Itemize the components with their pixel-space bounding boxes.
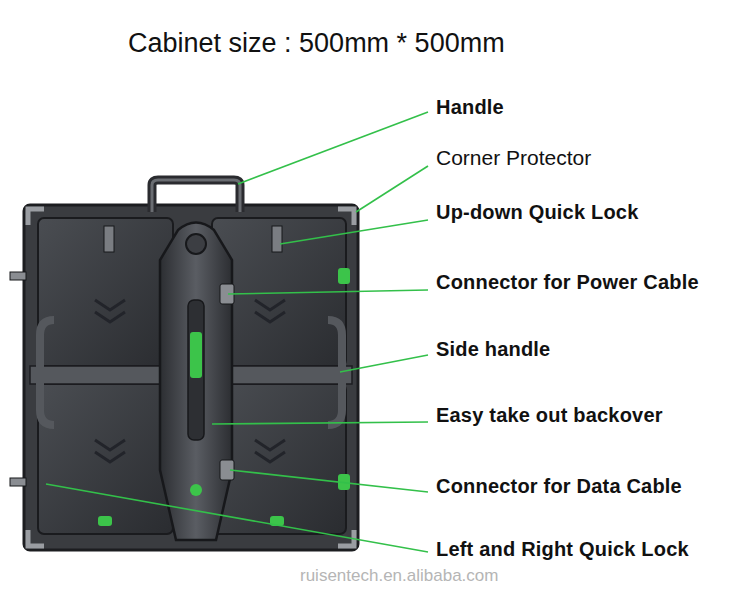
part-name: Side handle — [436, 338, 550, 361]
part-name: Up-down Quick Lock — [436, 201, 639, 224]
part-name: Connector for Data Cable — [436, 475, 682, 498]
part-name: Left and Right Quick Lock — [436, 538, 689, 561]
part-name: Corner Protector — [436, 146, 591, 170]
diagram-title: Cabinet size : 500mm * 500mm — [128, 28, 505, 59]
part-name: Easy take out backover — [436, 404, 663, 427]
watermark: ruisentech.en.alibaba.com — [300, 566, 498, 586]
part-name: Connector for Power Cable — [436, 271, 699, 294]
part-name: Handle — [436, 96, 504, 119]
